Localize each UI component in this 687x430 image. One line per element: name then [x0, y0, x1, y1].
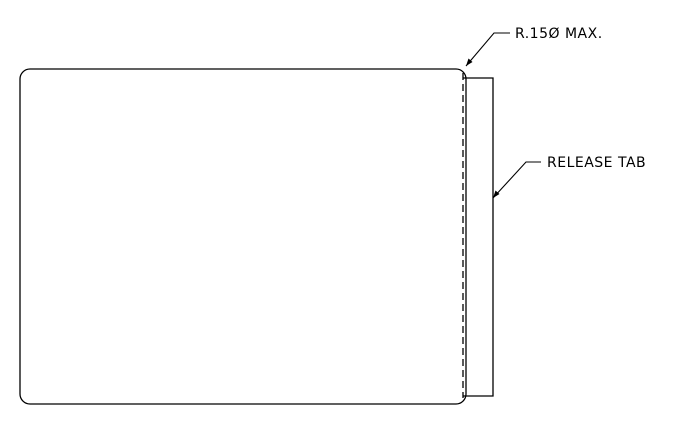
- label-body-outline: [19, 68, 467, 405]
- release-tab-leader-arrow: [493, 190, 500, 198]
- radius-note-text: R.15Ø MAX.: [515, 26, 603, 42]
- release-tab-outline: [463, 77, 494, 397]
- release-tab-label: RELEASE TAB: [547, 155, 646, 171]
- release-tab-leader-line: [492, 161, 541, 199]
- radius-leader-arrow: [466, 58, 473, 66]
- radius-leader-line: [465, 32, 510, 67]
